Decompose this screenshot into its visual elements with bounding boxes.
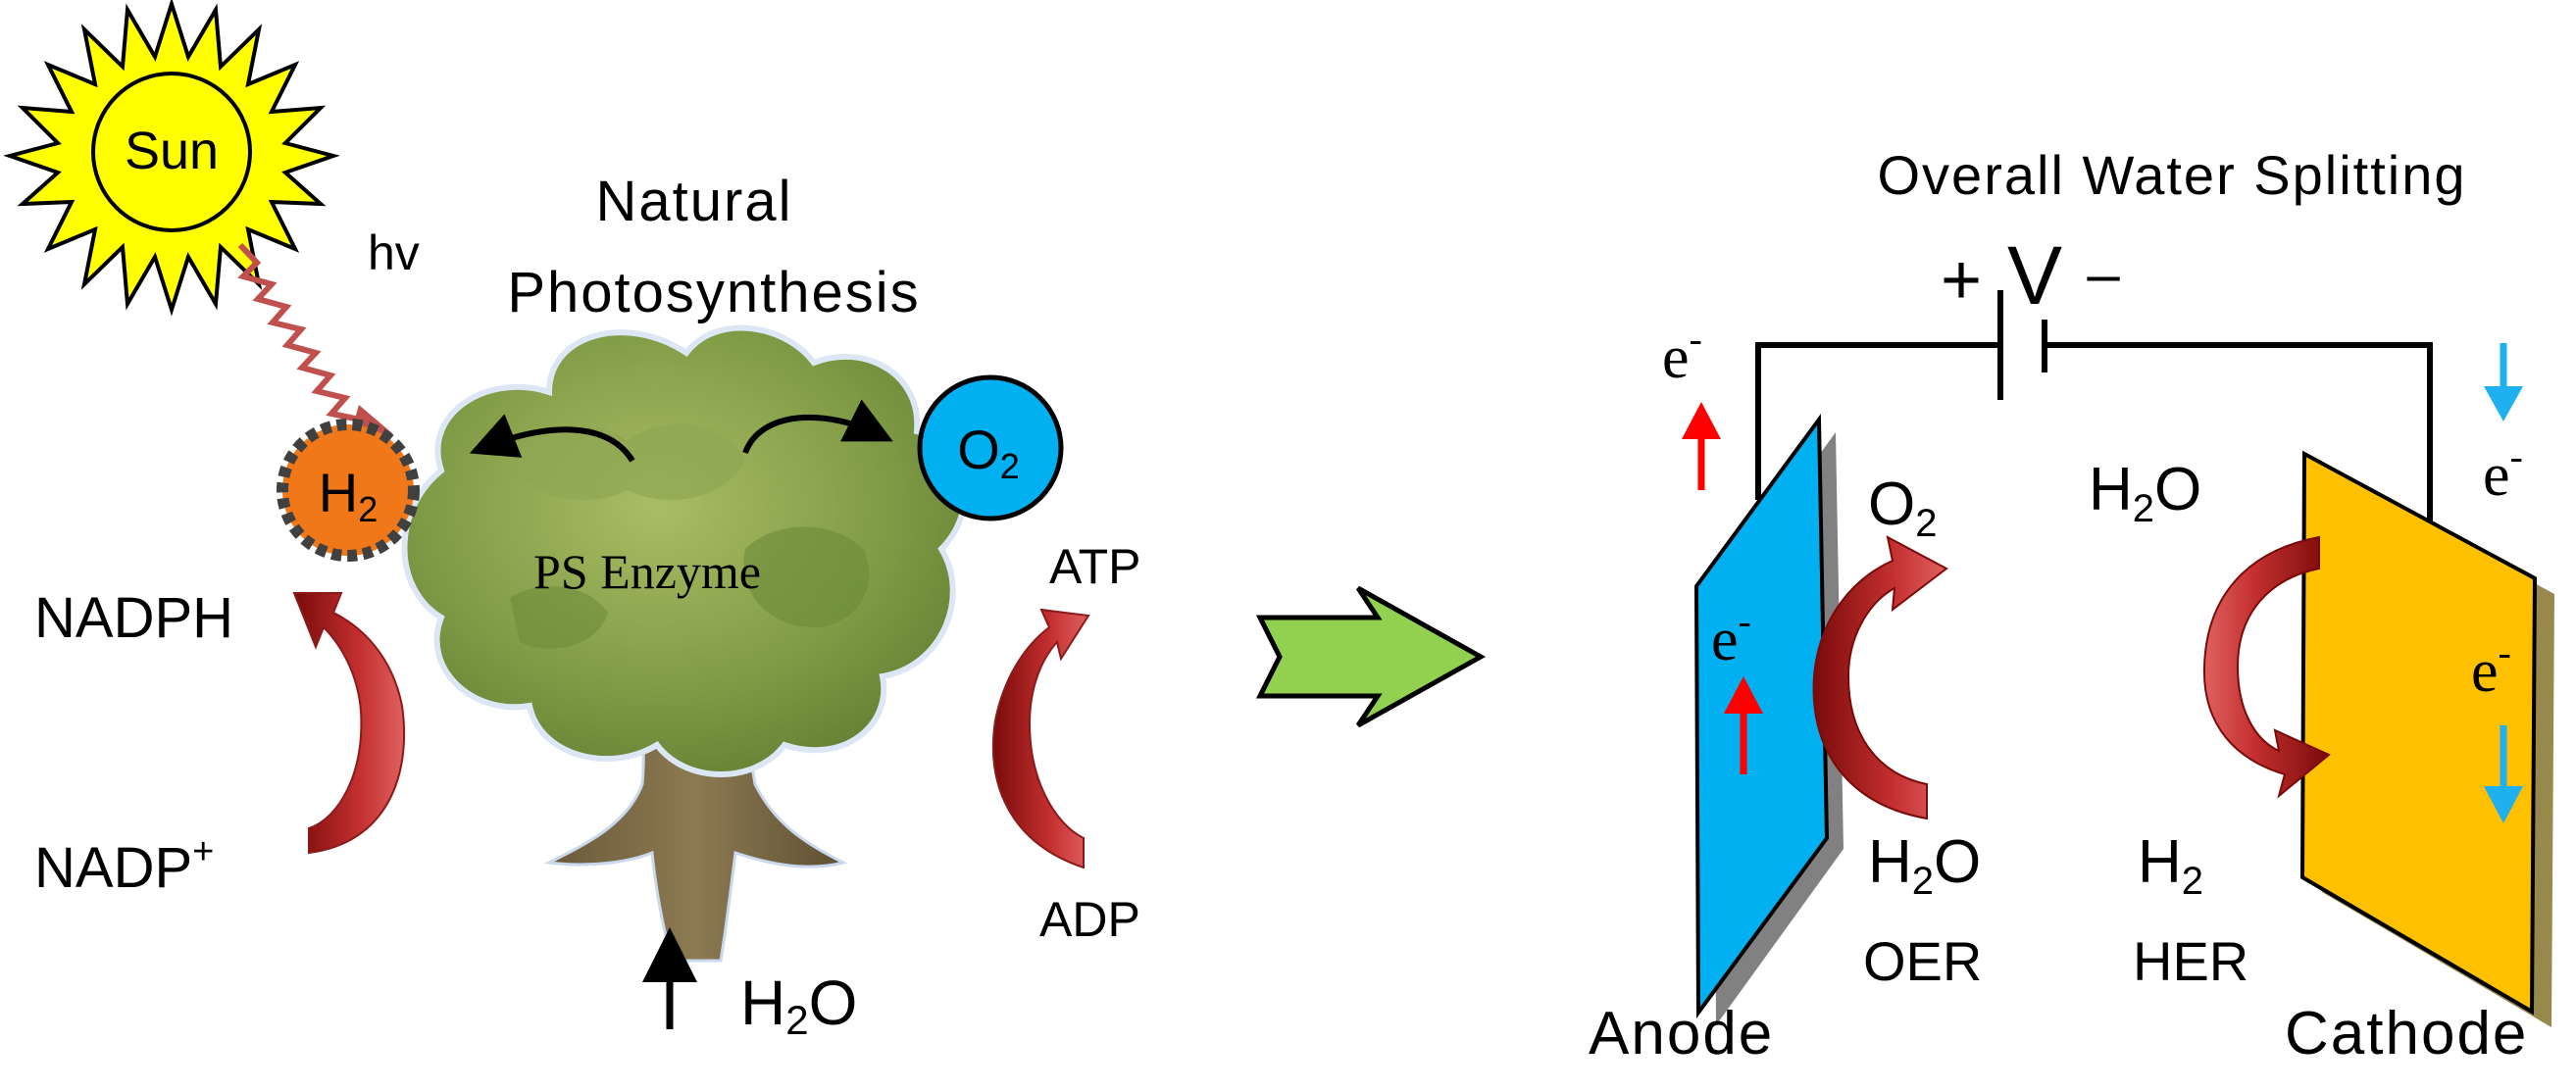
hydrogen-molecule-icon [277, 419, 420, 562]
nadp-main: NADP [34, 836, 192, 900]
atp-label: ATP [1049, 539, 1141, 594]
electron-main: e [1662, 324, 1690, 391]
circuit-wire [1755, 290, 2433, 534]
h2-label-right: H2 [2138, 828, 2203, 903]
atp-curved-arrow [991, 608, 1090, 869]
right-title: Overall Water Splitting [1878, 144, 2467, 206]
water-label-left: H2O [740, 967, 857, 1043]
h2o-sub: 2 [1912, 860, 1934, 903]
electron-sup: - [2510, 434, 2523, 478]
h2o-sub: 2 [2133, 487, 2154, 530]
sun-label: Sun [125, 122, 219, 180]
h2-main: H [319, 462, 358, 523]
o2-ball-label: O2 [957, 419, 1020, 486]
her-label: HER [2133, 930, 2248, 992]
tree-illustration [401, 324, 969, 963]
voltage-label: V [2007, 229, 2062, 322]
electron-label-cathode: e- [2471, 630, 2511, 705]
left-title-line2: Photosynthesis [507, 261, 920, 324]
enzyme-label: PS Enzyme [533, 544, 761, 599]
electron-down-arrow-icon [2484, 343, 2523, 422]
oer-label: OER [1863, 930, 1982, 992]
minus-sign: – [2087, 241, 2120, 307]
electron-label-top-right: e- [2483, 434, 2523, 509]
electron-label-anode: e- [1711, 599, 1751, 673]
o2-main: O [957, 419, 1000, 480]
left-title-line1: Natural [596, 170, 793, 233]
sun-icon [3, 0, 340, 317]
nadp-sup: + [192, 831, 214, 872]
h2-main: H [2138, 828, 2182, 896]
electron-down-arrow-icon [2484, 725, 2523, 823]
h2o-tail: O [1934, 828, 1981, 896]
cathode-plate [2299, 450, 2554, 1027]
her-curved-arrow [2202, 535, 2331, 799]
electron-main: e [1711, 607, 1739, 673]
oxygen-molecule-icon [917, 374, 1064, 521]
h2-sub: 2 [2182, 860, 2203, 903]
oer-curved-arrow [1812, 535, 1948, 820]
o2-sub: 2 [1000, 446, 1020, 486]
arrow-to-h2 [469, 414, 635, 463]
electron-sup: - [1739, 599, 1751, 643]
electron-label-top-left: e- [1662, 317, 1702, 391]
water-tail: O [809, 967, 858, 1038]
light-label: hv [368, 225, 420, 280]
light-wave-icon [237, 242, 375, 429]
h2o-main: H [1868, 828, 1912, 896]
anode-plate [1693, 414, 1844, 1025]
h2o-label-top: H2O [2089, 456, 2201, 530]
h2o-label-bottom: H2O [1868, 828, 1981, 903]
electron-main: e [2483, 442, 2510, 509]
arrow-to-o2 [742, 399, 893, 455]
nadph-label: NADPH [34, 586, 233, 650]
water-main: H [740, 967, 785, 1038]
plus-sign: + [1941, 241, 1982, 320]
nadp-label: NADP+ [34, 831, 214, 900]
electron-sup: - [2499, 630, 2511, 674]
electron-sup: - [1690, 317, 1702, 361]
electron-up-arrow-icon [1682, 402, 1721, 490]
anode-label: Anode [1589, 1000, 1774, 1067]
o2-main: O [1868, 471, 1915, 538]
o2-label-right: O2 [1868, 471, 1937, 545]
water-sub: 2 [785, 997, 808, 1043]
electron-main: e [2471, 638, 2499, 705]
h2-ball-label: H2 [319, 462, 378, 529]
h2o-tail: O [2154, 456, 2201, 523]
transition-arrow-icon [1255, 585, 1487, 728]
cathode-label: Cathode [2285, 1000, 2528, 1067]
o2-sub: 2 [1915, 502, 1937, 545]
adp-label: ADP [1039, 892, 1140, 947]
h2-sub: 2 [358, 489, 378, 529]
nadp-curved-arrow [292, 592, 406, 855]
h2o-main: H [2089, 456, 2133, 523]
electron-up-arrow-icon [1724, 676, 1763, 774]
